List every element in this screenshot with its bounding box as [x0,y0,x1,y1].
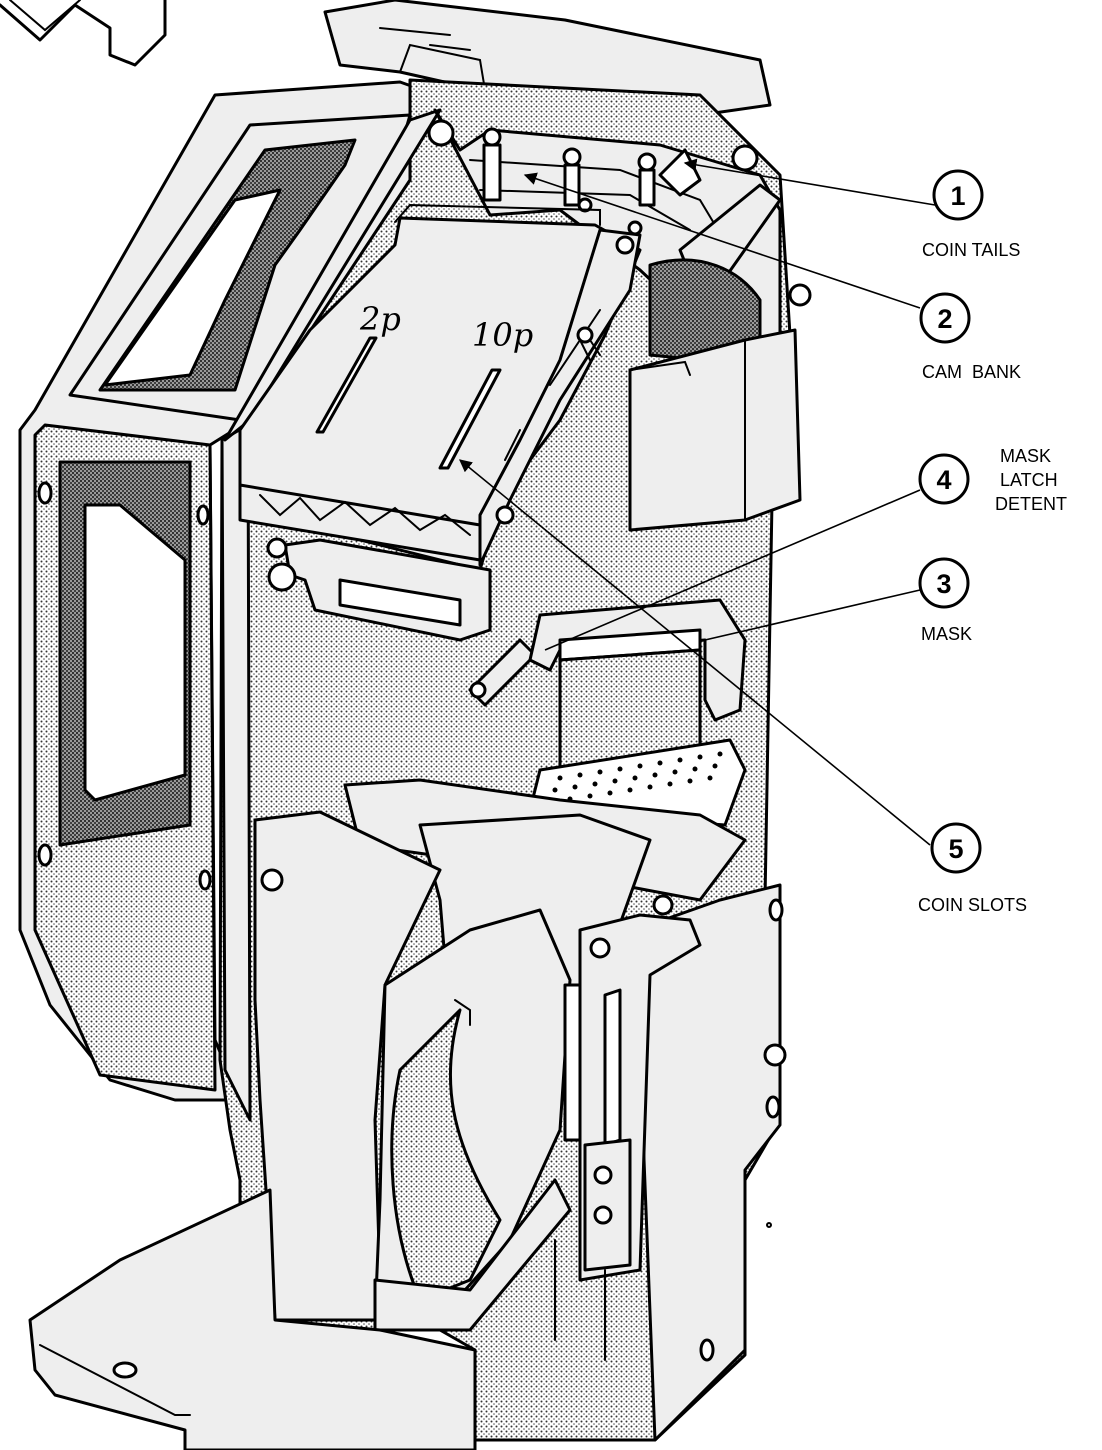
adjust-screws [427,119,812,307]
callout-number-1: 1 [950,181,965,211]
callout-number-5: 5 [948,834,963,864]
callout-number-3: 3 [936,569,951,599]
leader-line-cam-bank [523,172,921,309]
base-plate [28,1188,477,1450]
mechanism-illustration: 2p 10p [0,0,812,1450]
callout-caption-mask: MASK [1000,446,1051,466]
coin-slots [315,309,601,470]
callout-caption-cam-bank: CAM BANK [922,362,1021,382]
callout-number-4: 4 [936,465,951,495]
right-front-panel [633,883,782,1442]
callout-caption-mask-3: MASK [921,624,972,644]
slot-marking-2p: 2p [359,300,401,338]
screw-icon [37,481,53,505]
slot-marking-10p: 10p [472,316,533,354]
callout-caption-coin-slots: COIN SLOTS [918,895,1027,915]
callout-caption-coin-tails: COIN TAILS [922,240,1020,260]
leader-line-coin-slots [459,459,931,846]
leader-line-mask-latch-detent [544,489,921,651]
callout-circle-icon [932,169,984,221]
callout-caption-latch: LATCH [1000,470,1058,490]
callout-labels: 1 COIN TAILS 2 CAM BANK 4 MASK LATCH DET… [459,158,1067,915]
callout-circle-icon [919,292,971,344]
callout-circle-icon [930,822,982,874]
callout-circle-icon [918,557,970,609]
leader-arrow-icon [683,158,936,206]
callout-number-2: 2 [937,304,952,334]
leader-line-mask [704,589,921,641]
grille-holes [547,751,723,805]
adjacent-part-fragment [0,0,167,67]
callout-caption-detent: DETENT [995,494,1067,514]
callout-circle-icon [918,453,970,505]
